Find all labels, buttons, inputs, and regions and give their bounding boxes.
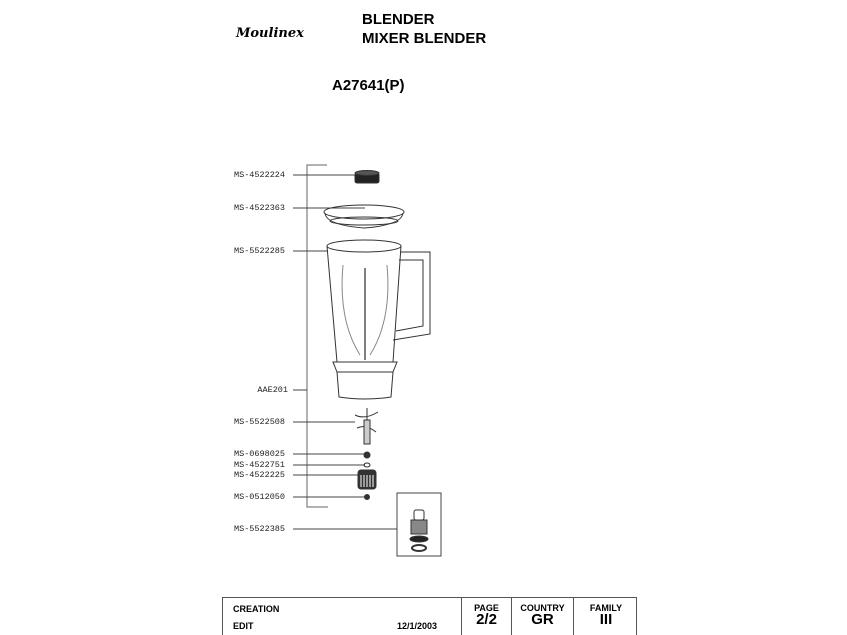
cap-part (354, 170, 380, 184)
title-line2: MIXER BLENDER (362, 30, 487, 47)
lid-part (323, 204, 405, 229)
page-label: PAGE (474, 603, 499, 613)
country-value: GR (531, 611, 554, 628)
screw-part (364, 494, 370, 500)
family-cell: FAMILY III (573, 598, 638, 635)
country-cell: COUNTRY GR (511, 598, 573, 635)
country-label: COUNTRY (520, 603, 565, 613)
washer-part (363, 462, 371, 468)
coupler-part (357, 469, 377, 490)
family-value: III (599, 611, 613, 628)
part-ref: MS-4522751 (234, 460, 286, 470)
model-number: A27641(P) (332, 77, 405, 94)
jar-part (326, 239, 431, 400)
part-ref: MS-0512050 (234, 492, 286, 502)
part-ref: MS-0698025 (234, 449, 286, 459)
part-ref: MS-5522508 (234, 417, 286, 427)
brand-logo: Moulinex (236, 26, 304, 41)
edit-date: 12/1/2003 (397, 621, 438, 631)
nut-part (363, 451, 371, 459)
part-ref: MS-4522363 (234, 203, 286, 213)
part-ref: MS-5522285 (234, 246, 286, 256)
part-ref: MS-4522225 (234, 470, 286, 480)
family-label: FAMILY (589, 603, 623, 613)
title-line1: BLENDER (362, 11, 435, 28)
blade-part (354, 408, 379, 445)
edit-label: EDIT (233, 621, 254, 631)
drive-assembly-part (409, 509, 429, 552)
part-ref: MS-5522385 (234, 524, 286, 534)
page-value: 2/2 (476, 611, 497, 628)
part-ref: AAE201 (257, 385, 288, 395)
footer-table: CREATION EDIT 12/1/2003 PAGE 2/2 COUNTRY… (222, 597, 637, 635)
part-ref: MS-4522224 (234, 170, 286, 180)
creation-label: CREATION (233, 604, 280, 614)
page-cell: PAGE 2/2 (461, 598, 511, 635)
leader-lines (293, 174, 397, 530)
